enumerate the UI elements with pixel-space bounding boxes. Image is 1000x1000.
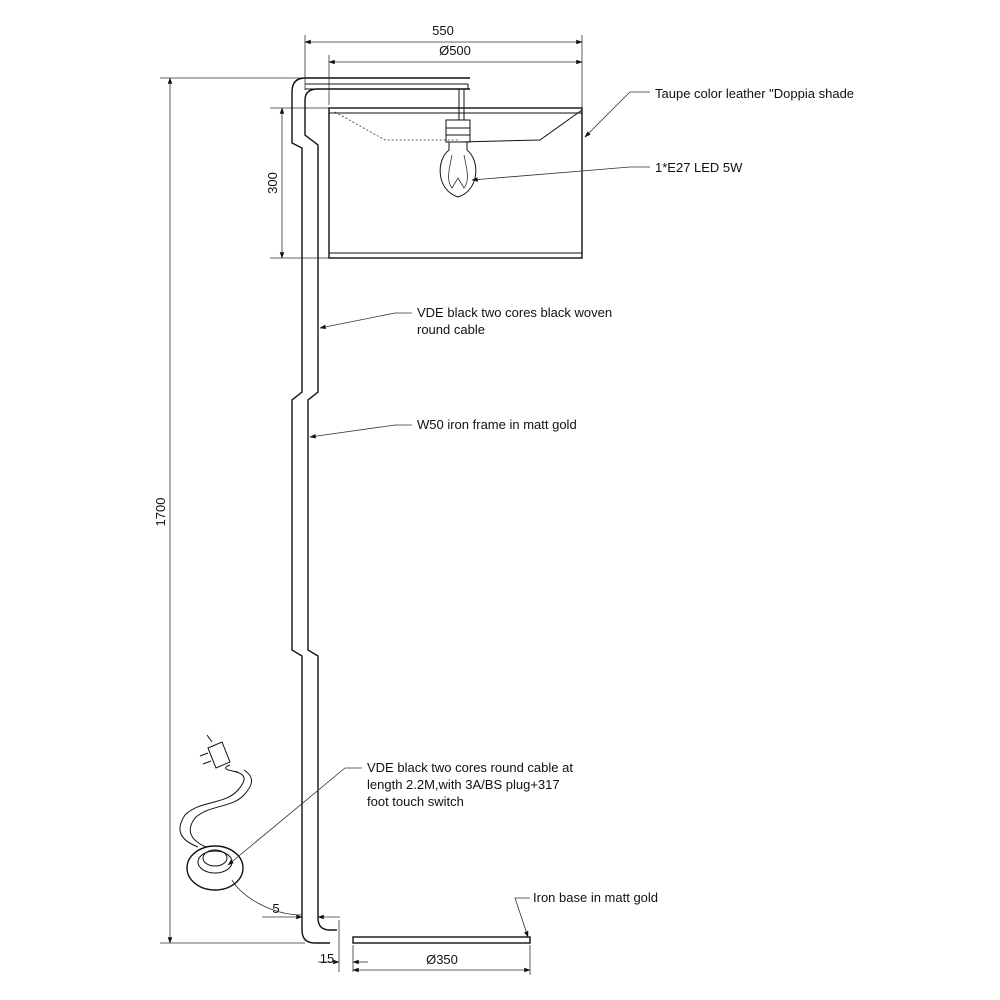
dimension-total-height-label: 1700	[153, 498, 168, 527]
dimension-frame-offset-label: 15	[320, 951, 334, 966]
dimension-total-width: 550	[304, 23, 583, 108]
bulb-assembly	[305, 83, 477, 198]
dimension-base-diameter-label: Ø350	[426, 952, 458, 967]
callout-cable-top-line1: VDE black two cores black woven	[417, 305, 612, 320]
iron-base	[352, 936, 531, 944]
callout-leaders	[227, 91, 650, 938]
dimension-shade-height-label: 300	[265, 172, 280, 194]
dimension-total-height: 1700	[153, 77, 305, 944]
dimension-shade-height: 300	[265, 107, 329, 259]
dimension-base-diameter: Ø350	[352, 945, 531, 975]
bulb-icon	[439, 142, 477, 198]
iron-frame	[291, 77, 470, 944]
callout-cable-top-line2: round cable	[417, 322, 485, 337]
callout-base: Iron base in matt gold	[533, 890, 658, 905]
dimension-shade-diameter: Ø500	[328, 43, 583, 105]
dimension-gap-label: 5	[272, 901, 279, 916]
lampshade	[328, 107, 583, 259]
dimension-shade-diameter-label: Ø500	[439, 43, 471, 58]
callout-shade: Taupe color leather "Doppia shade	[655, 86, 854, 101]
callout-cable-bottom-line3: foot touch switch	[367, 794, 464, 809]
callout-frame: W50 iron frame in matt gold	[417, 417, 577, 432]
callout-bulb: 1*E27 LED 5W	[655, 160, 743, 175]
dimension-gap: 5	[262, 901, 340, 920]
foot-switch-assembly	[179, 734, 303, 916]
callout-cable-bottom-line2: length 2.2M,with 3A/BS plug+317	[367, 777, 560, 792]
dimension-frame-offset: 15	[318, 920, 368, 972]
callout-cable-bottom-line1: VDE black two cores round cable at	[367, 760, 573, 775]
dimension-total-width-label: 550	[432, 23, 454, 38]
plug-icon	[207, 741, 231, 769]
foot-switch-icon	[186, 845, 244, 891]
